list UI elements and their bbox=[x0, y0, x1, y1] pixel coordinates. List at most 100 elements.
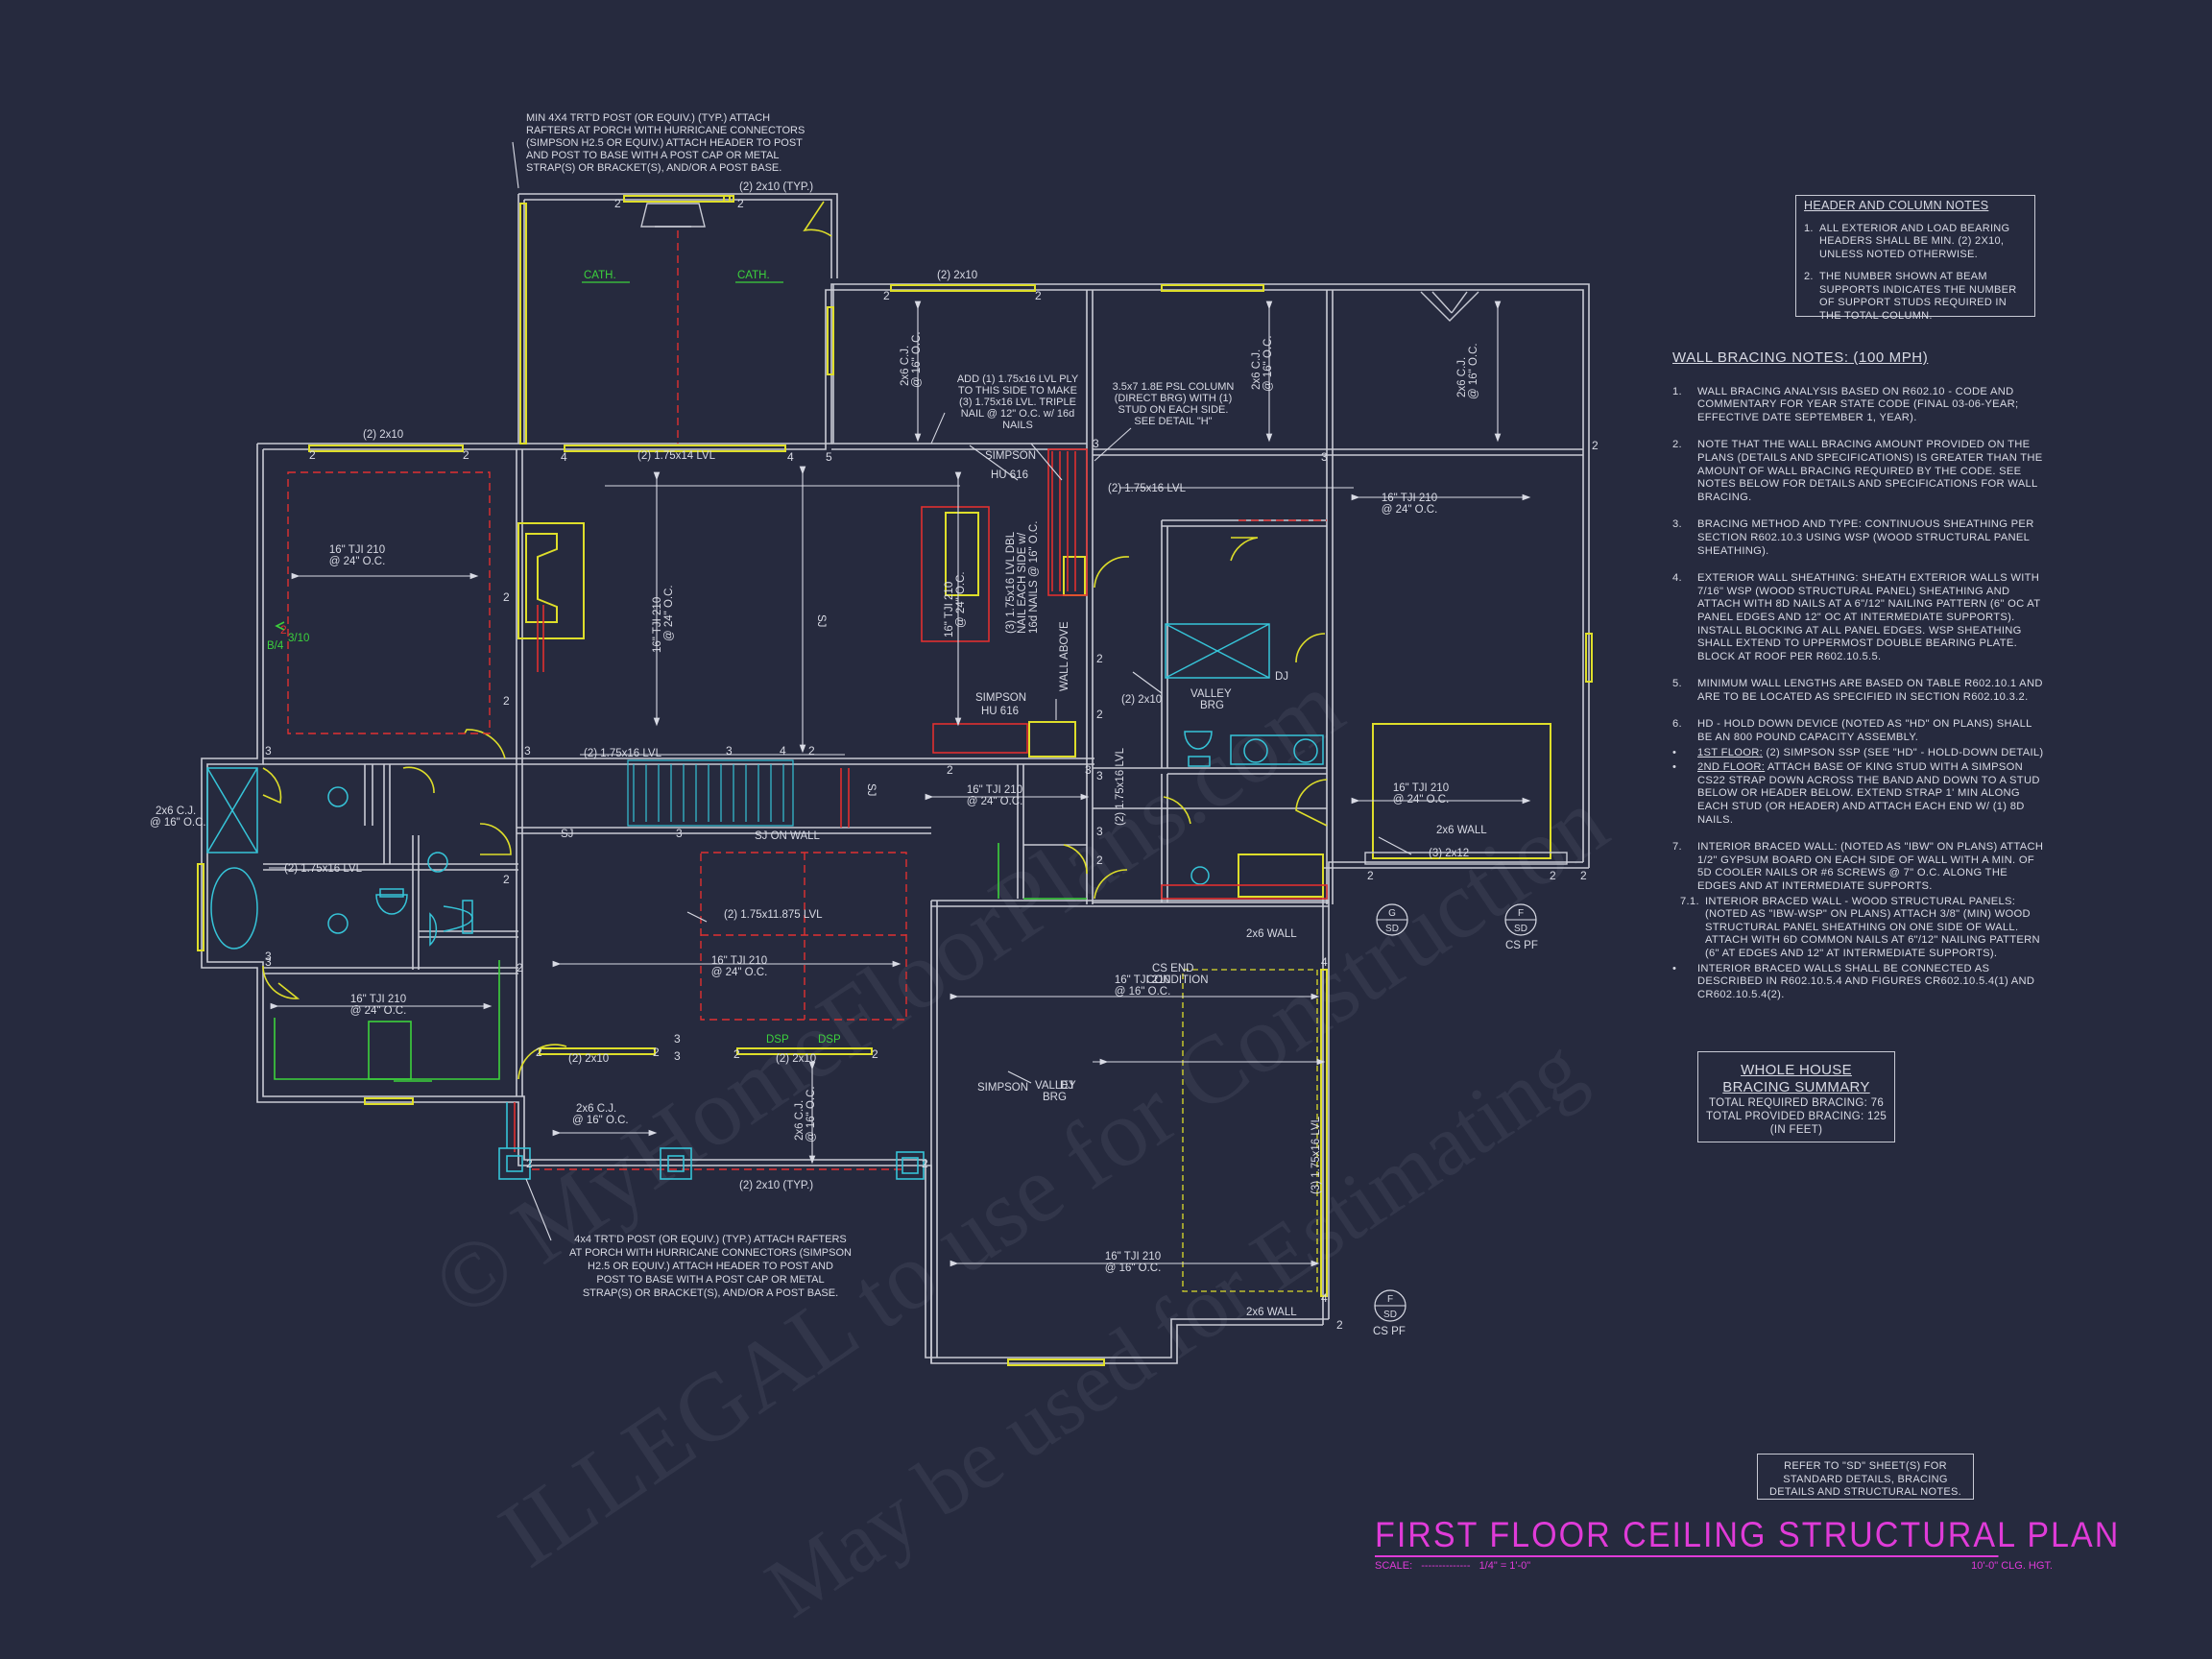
svg-text:3: 3 bbox=[726, 744, 733, 757]
svg-text:G: G bbox=[1388, 908, 1396, 919]
label-tji-4b: @ 24" O.C. bbox=[350, 1005, 407, 1017]
label-tji-4a: 16" TJI 210 bbox=[350, 994, 406, 1005]
bracing-summary: WHOLE HOUSE BRACING SUMMARY TOTAL REQUIR… bbox=[1697, 1051, 1895, 1142]
svg-text:2: 2 bbox=[1336, 1318, 1343, 1332]
label-tji-7a: 16" TJI 210 bbox=[1115, 974, 1170, 986]
svg-text:2: 2 bbox=[1550, 869, 1556, 882]
callout-dbl-lvl-3: 16d NAILS @ 16" O.C. bbox=[1028, 521, 1040, 634]
svg-text:3: 3 bbox=[1096, 825, 1103, 838]
headers bbox=[197, 195, 1593, 1366]
label-cj-6b: @ 16" O.C. bbox=[805, 1086, 817, 1142]
svg-text:H2.5 OR EQUIV.) ATTACH HEADER: H2.5 OR EQUIV.) ATTACH HEADER TO POST AN… bbox=[588, 1261, 833, 1272]
bracing-note-3: 3.BRACING METHOD AND TYPE: CONTINUOUS SH… bbox=[1672, 518, 2034, 557]
callout-dbl-lvl-2: NAIL EACH SIDE w/ bbox=[1017, 532, 1028, 634]
label-2x12: (3) 2x12 bbox=[1429, 848, 1469, 859]
svg-text:2: 2 bbox=[1580, 869, 1587, 882]
label-tji-v1a: 16" TJI 210 bbox=[652, 597, 663, 653]
label-cj-5b: @ 16" O.C. bbox=[572, 1115, 629, 1126]
svg-text:2: 2 bbox=[526, 1157, 533, 1170]
svg-text:2: 2 bbox=[1367, 869, 1374, 882]
label-tji-v1b: @ 24" O.C. bbox=[663, 585, 675, 641]
beam-solid bbox=[514, 448, 1328, 1152]
label-valley-2b: BRG bbox=[1043, 1092, 1067, 1103]
bracing-note-2: 2.NOTE THAT THE WALL BRACING AMOUNT PROV… bbox=[1672, 439, 2043, 503]
right-bath-fixtures bbox=[1165, 623, 1324, 885]
label-tji-2a: 16" TJI 210 bbox=[1382, 493, 1437, 504]
label-simpson-1a: SIMPSON bbox=[985, 450, 1036, 462]
label-cj-3a: 2x6 C.J. bbox=[1251, 349, 1262, 390]
svg-text:NAILS: NAILS bbox=[1002, 420, 1033, 431]
svg-text:ADD (1) 1.75x16 LVL PLY: ADD (1) 1.75x16 LVL PLY bbox=[957, 373, 1079, 385]
label-g-caption-1: CS END bbox=[1152, 963, 1193, 974]
bracing-note-7: 7.INTERIOR BRACED WALL: (NOTED AS "IBW" … bbox=[1672, 841, 2044, 892]
svg-text:MIN 4X4 TRT'D POST (OR EQUIV.): MIN 4X4 TRT'D POST (OR EQUIV.) (TYP.) AT… bbox=[526, 112, 770, 124]
svg-text:3: 3 bbox=[1321, 450, 1328, 464]
svg-text:3: 3 bbox=[265, 950, 272, 963]
stairs bbox=[627, 759, 794, 827]
label-tji-v2b: @ 24" O.C. bbox=[955, 571, 967, 628]
svg-text:2: 2 bbox=[517, 961, 523, 974]
svg-text:2: 2 bbox=[536, 1046, 542, 1059]
refer-line-1: REFER TO "SD" SHEET(S) FOR bbox=[1784, 1460, 1947, 1472]
svg-text:4x4 TRT'D POST (OR EQUIV.) (TY: 4x4 TRT'D POST (OR EQUIV.) (TYP.) ATTACH… bbox=[574, 1234, 846, 1245]
svg-text:POST TO BASE WITH A POST CAP O: POST TO BASE WITH A POST CAP OR METAL bbox=[596, 1274, 824, 1286]
label-cath-right: CATH. bbox=[737, 270, 770, 281]
label-tji-v2a: 16" TJI 210 bbox=[944, 582, 955, 637]
svg-text:2: 2 bbox=[614, 197, 621, 210]
svg-text:RAFTERS AT PORCH WITH HURRICAN: RAFTERS AT PORCH WITH HURRICANE CONNECTO… bbox=[526, 125, 805, 136]
svg-text:4: 4 bbox=[787, 450, 794, 464]
label-tji-7b: @ 16" O.C. bbox=[1115, 986, 1171, 998]
label-lvl-16-left: (2) 1.75x16 LVL bbox=[284, 863, 363, 875]
label-tji-8b: @ 16" O.C. bbox=[1105, 1262, 1162, 1274]
label-sj-on-wall: SJ ON WALL bbox=[755, 830, 821, 842]
callout-top-post: MIN 4X4 TRT'D POST (OR EQUIV.) (TYP.) AT… bbox=[526, 112, 805, 174]
scale-row: SCALE: -------------- 1/4" = 1'-0" 10'-0… bbox=[1375, 1560, 2053, 1572]
label-2x10-top: (2) 2x10 bbox=[937, 270, 977, 281]
svg-text:2: 2 bbox=[947, 763, 953, 777]
exterior-walls bbox=[201, 193, 1590, 1364]
label-b4: B/4 bbox=[267, 640, 284, 652]
refer-line-3: DETAILS AND STRUCTURAL NOTES. bbox=[1768, 1486, 1961, 1498]
label-valley-1b: BRG bbox=[1200, 700, 1224, 711]
svg-text:SEE DETAIL "H": SEE DETAIL "H" bbox=[1134, 416, 1212, 427]
label-simpson-1b: HU 616 bbox=[991, 469, 1028, 481]
svg-text:2: 2 bbox=[463, 448, 469, 462]
label-tji-3a: 16" TJI 210 bbox=[1393, 782, 1449, 794]
label-tji-3b: @ 24" O.C. bbox=[1393, 794, 1450, 805]
plan-title: FIRST FLOOR CEILING STRUCTURAL PLAN bbox=[1375, 1515, 2118, 1557]
svg-text:3: 3 bbox=[1093, 437, 1099, 450]
svg-text:2: 2 bbox=[503, 590, 510, 604]
bracing-note-4: 4.EXTERIOR WALL SHEATHING: SHEATH EXTERI… bbox=[1672, 572, 2041, 662]
green-labels: CATH. CATH. DSP DSP B/4 3/10 bbox=[267, 270, 841, 1046]
section-tag-f: F SD bbox=[1504, 903, 1537, 936]
label-valley-2a: VALLEY bbox=[1035, 1080, 1076, 1092]
svg-text:2: 2 bbox=[1035, 289, 1042, 302]
wall-bracing-notes: WALL BRACING NOTES: (100 MPH) 1.WALL BRA… bbox=[1672, 350, 2047, 1003]
svg-text:3: 3 bbox=[676, 827, 683, 840]
bracing-units: (IN FEET) bbox=[1769, 1124, 1823, 1136]
label-2x6-wall-b: 2x6 WALL bbox=[1246, 928, 1297, 940]
label-wall-above: WALL ABOVE bbox=[1059, 621, 1070, 691]
title-block: FIRST FLOOR CEILING STRUCTURAL PLAN SCAL… bbox=[1375, 1515, 2118, 1572]
svg-text:(3) 1.75x16 LVL. TRIPLE: (3) 1.75x16 LVL. TRIPLE bbox=[959, 397, 1076, 408]
label-lvl-16-vert: (2) 1.75x16 LVL bbox=[1115, 747, 1126, 826]
label-2x6-wall-c: 2x6 WALL bbox=[1246, 1307, 1297, 1318]
green-framing bbox=[274, 621, 1087, 1082]
scale-value: 1/4" = 1'-0" bbox=[1479, 1560, 1531, 1572]
svg-text:2: 2 bbox=[872, 1047, 878, 1061]
svg-text:2: 2 bbox=[503, 694, 510, 708]
svg-text:3: 3 bbox=[524, 744, 531, 757]
label-simpson-1-a: SIMPSON bbox=[977, 1082, 1028, 1094]
header-column-notes: HEADER AND COLUMN NOTES 1.ALL EXTERIOR A… bbox=[1795, 195, 2035, 322]
label-f-caption: CS PF bbox=[1505, 940, 1538, 951]
svg-text:2: 2 bbox=[883, 289, 890, 302]
ceiling-height: 10'-0" CLG. HGT. bbox=[1971, 1560, 2053, 1572]
plan-labels: (2) 2x10 (TYP.) (2) 2x10 (2) 2x10 (2) 1.… bbox=[150, 181, 1538, 1337]
svg-text:4: 4 bbox=[561, 450, 567, 464]
beam-lines bbox=[287, 230, 1327, 1170]
svg-text:3: 3 bbox=[265, 955, 272, 969]
bracing-summary-heading-2: BRACING SUMMARY bbox=[1722, 1079, 1870, 1095]
label-dsp-a: DSP bbox=[766, 1034, 789, 1046]
